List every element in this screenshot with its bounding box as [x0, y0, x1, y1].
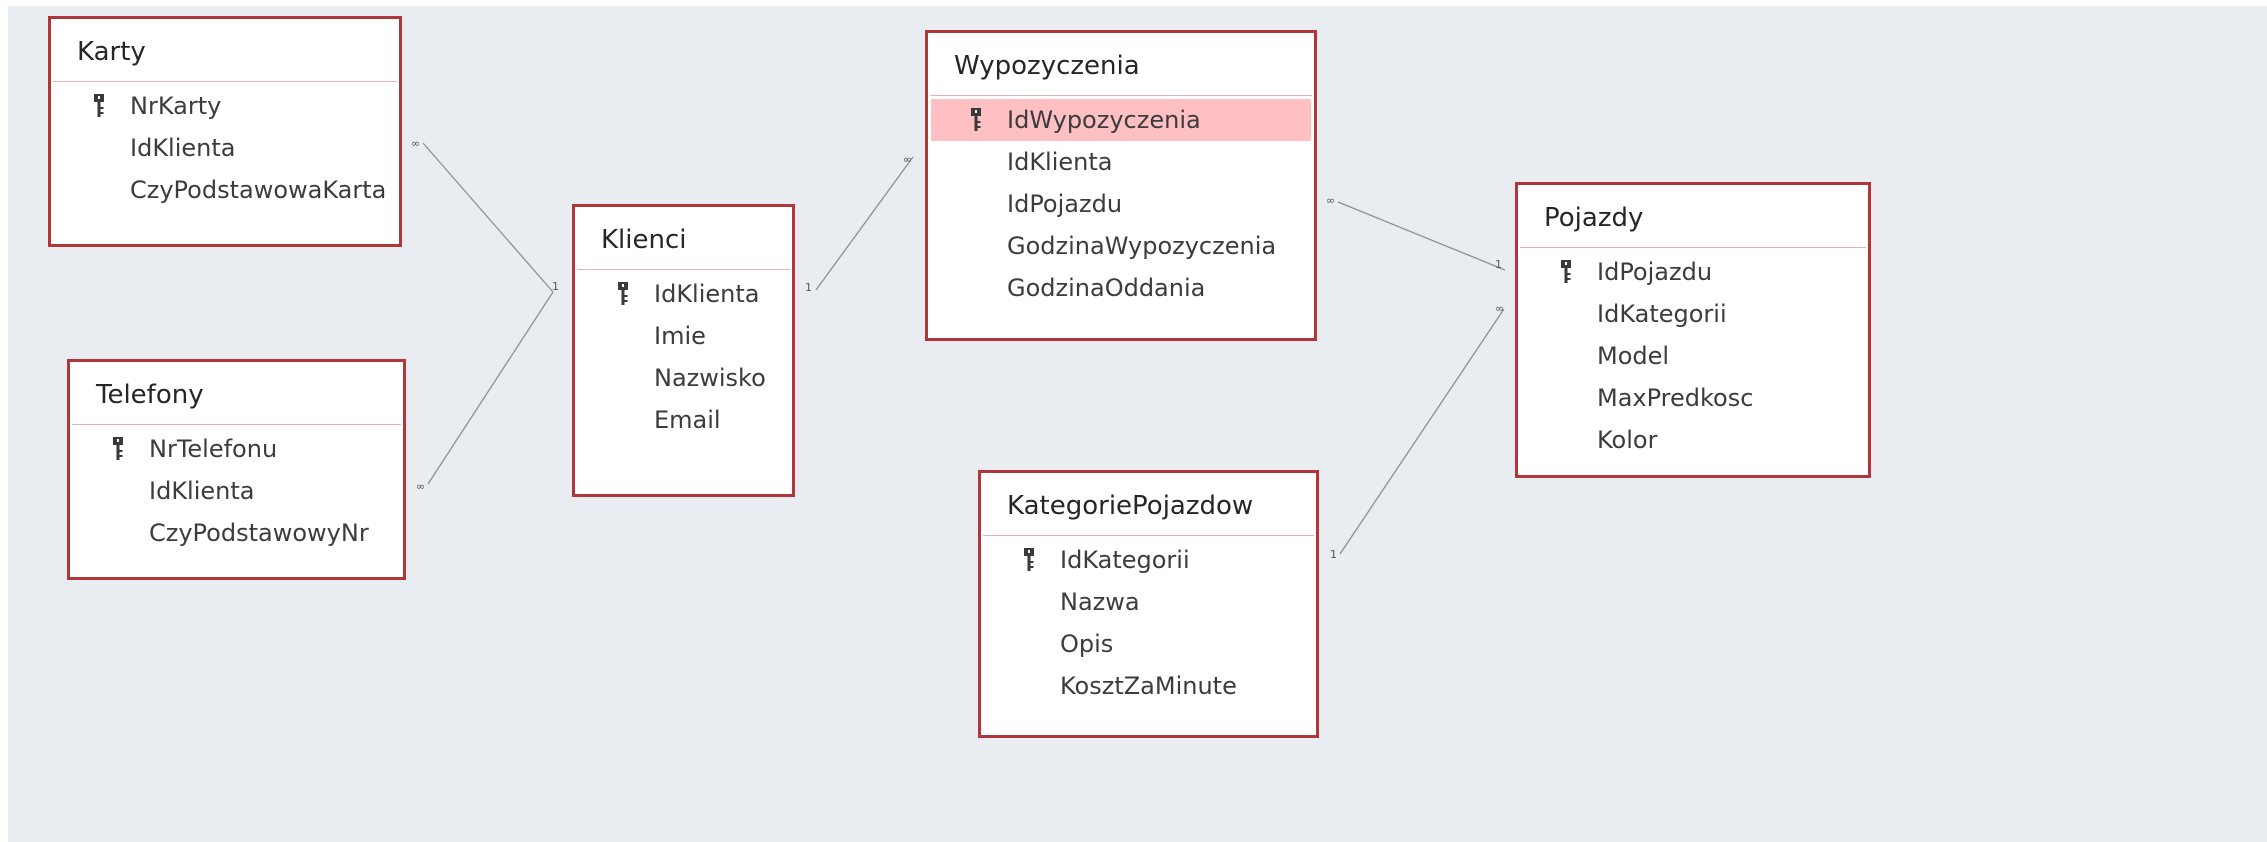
field-name: NrKarty — [130, 92, 222, 120]
key-icon — [1561, 260, 1571, 283]
field-row[interactable]: IdKlienta — [931, 141, 1311, 183]
field-name: Nazwisko — [654, 364, 766, 392]
field-row[interactable]: KosztZaMinute — [984, 665, 1313, 707]
field-row[interactable]: Nazwisko — [578, 357, 789, 399]
field-row[interactable]: IdKlienta — [73, 470, 400, 512]
table-title[interactable]: KategoriePojazdow — [983, 473, 1314, 536]
key-icon — [971, 108, 981, 131]
field-row[interactable]: MaxPredkosc — [1521, 377, 1865, 419]
field-row[interactable]: IdKlienta — [54, 127, 396, 169]
key-icon — [94, 94, 104, 117]
field-name: KosztZaMinute — [1060, 672, 1237, 700]
field-name: IdWypozyczenia — [1007, 106, 1201, 134]
primary-key-field[interactable]: IdKategorii — [984, 539, 1313, 581]
field-name: CzyPodstawowaKarta — [130, 176, 387, 204]
field-name: IdKlienta — [130, 134, 236, 162]
field-name: Kolor — [1597, 426, 1658, 454]
field-row[interactable]: CzyPodstawowyNr — [73, 512, 400, 554]
field-name: IdPojazdu — [1597, 258, 1713, 286]
table-title[interactable]: Pojazdy — [1520, 185, 1866, 248]
field-row[interactable]: Email — [578, 399, 789, 441]
table-title[interactable]: Klienci — [577, 207, 790, 270]
field-row[interactable]: IdKategorii — [1521, 293, 1865, 335]
field-name: Email — [654, 406, 721, 434]
field-name: Opis — [1060, 630, 1114, 658]
table-title[interactable]: Telefony — [72, 362, 401, 425]
field-row[interactable]: GodzinaOddania — [931, 267, 1311, 309]
field-name: MaxPredkosc — [1597, 384, 1754, 412]
field-name: GodzinaOddania — [1007, 274, 1206, 302]
key-icon — [618, 282, 628, 305]
primary-key-field[interactable]: IdKlienta — [578, 273, 789, 315]
primary-key-field[interactable]: IdPojazdu — [1521, 251, 1865, 293]
field-row[interactable]: Nazwa — [984, 581, 1313, 623]
field-name: NrTelefonu — [149, 435, 278, 463]
field-row[interactable]: Model — [1521, 335, 1865, 377]
field-name: GodzinaWypozyczenia — [1007, 232, 1277, 260]
field-name: Model — [1597, 342, 1670, 370]
field-name: IdKlienta — [1007, 148, 1113, 176]
primary-key-field[interactable]: NrKarty — [54, 85, 396, 127]
field-name: IdPojazdu — [1007, 190, 1123, 218]
field-row[interactable]: Kolor — [1521, 419, 1865, 461]
field-name: Imie — [654, 322, 706, 350]
key-icon — [1024, 548, 1034, 571]
field-name: Nazwa — [1060, 588, 1140, 616]
key-icon — [113, 437, 123, 460]
primary-key-field[interactable]: IdWypozyczenia — [931, 99, 1311, 141]
table-title[interactable]: Wypozyczenia — [930, 33, 1312, 96]
field-row[interactable]: Imie — [578, 315, 789, 357]
primary-key-field[interactable]: NrTelefonu — [73, 428, 400, 470]
field-name: IdKlienta — [654, 280, 760, 308]
field-row[interactable]: Opis — [984, 623, 1313, 665]
field-row[interactable]: GodzinaWypozyczenia — [931, 225, 1311, 267]
field-name: IdKategorii — [1597, 300, 1727, 328]
field-name: IdKlienta — [149, 477, 255, 505]
field-row[interactable]: CzyPodstawowaKarta — [54, 169, 396, 211]
field-name: CzyPodstawowyNr — [149, 519, 369, 547]
table-title[interactable]: Karty — [53, 19, 397, 82]
field-row[interactable]: IdPojazdu — [931, 183, 1311, 225]
field-name: IdKategorii — [1060, 546, 1190, 574]
